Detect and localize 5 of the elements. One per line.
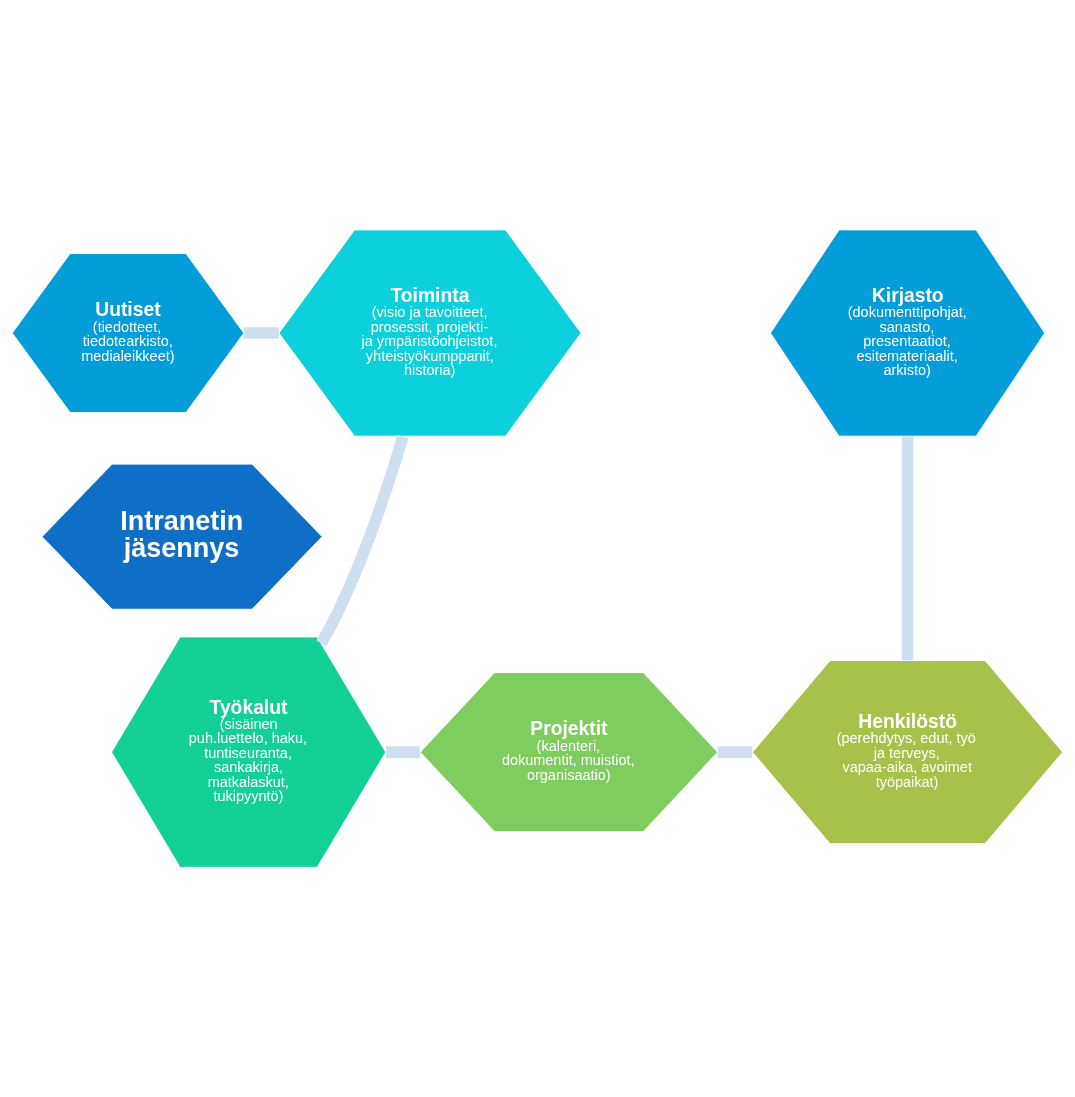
connector bbox=[316, 434, 409, 647]
connector bbox=[385, 746, 420, 758]
connector bbox=[901, 436, 914, 661]
connector bbox=[243, 327, 279, 339]
connector bbox=[717, 746, 753, 758]
